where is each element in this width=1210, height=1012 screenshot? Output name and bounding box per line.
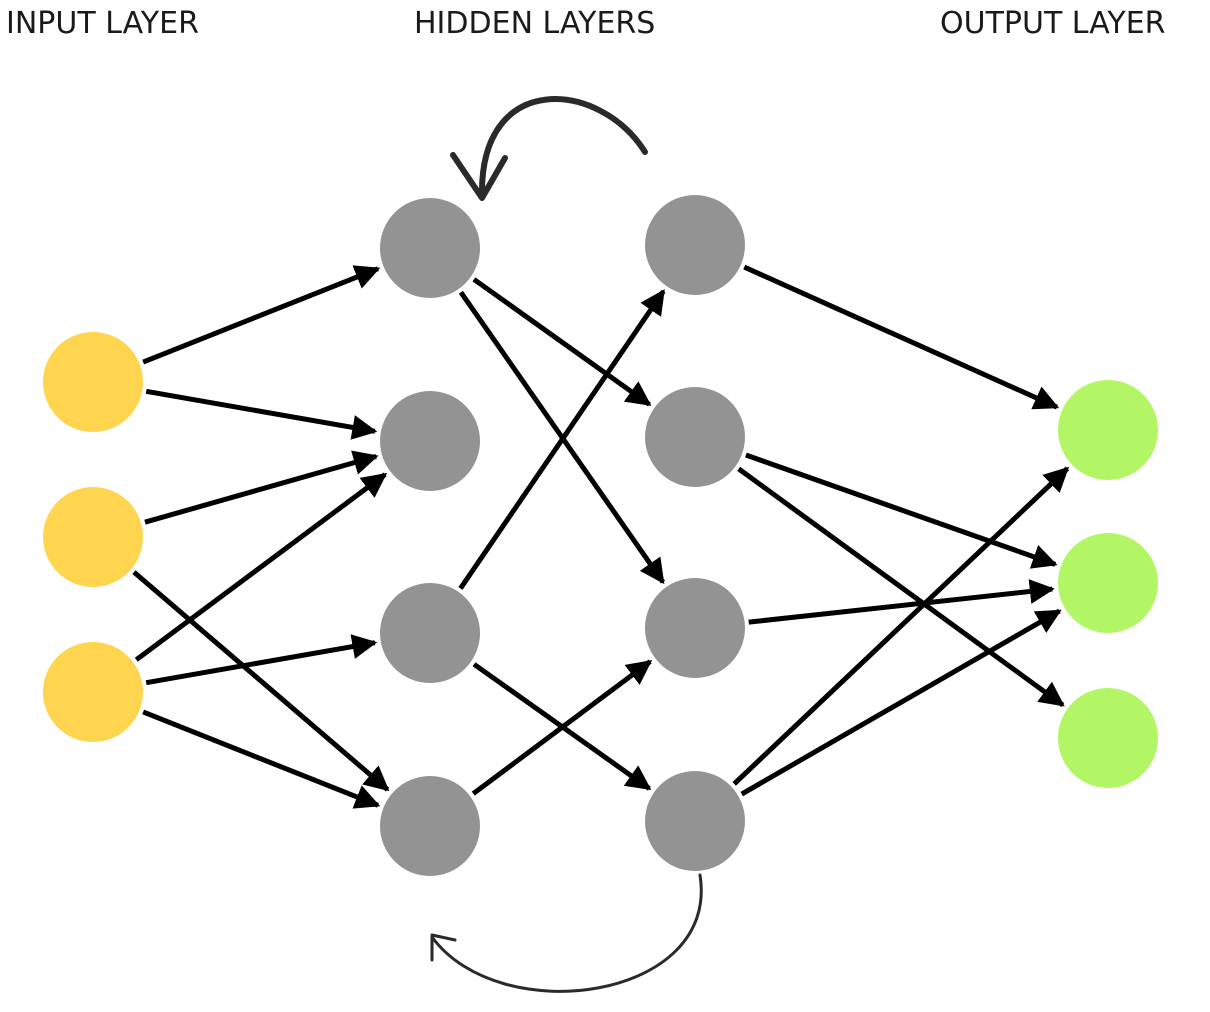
edge-input-2-to-hidden1-3 [142, 709, 381, 809]
edge-input-1-to-hidden1-1 [144, 450, 379, 525]
edge-hidden2-0-to-output-0 [743, 264, 1060, 410]
edge-hidden2-1-to-output-2 [737, 466, 1065, 708]
output-node-3 [1058, 688, 1158, 788]
edge-hidden1-0-to-hidden2-1 [472, 277, 652, 407]
input-layer-title: INPUT LAYER [6, 6, 199, 41]
edge-input-2-to-hidden1-1 [134, 472, 388, 662]
edge-hidden2-2-to-output-1 [748, 579, 1055, 625]
edge-input-1-to-hidden1-3 [132, 570, 390, 792]
recurrent-arrowhead-top [450, 152, 508, 201]
hidden2-node-3 [645, 578, 745, 678]
hidden1-node-4 [380, 776, 480, 876]
output-layer-title: OUTPUT LAYER [940, 6, 1166, 41]
input-node-3 [43, 642, 143, 742]
edge-input-2-to-hidden1-2 [145, 634, 378, 686]
edge-input-0-to-hidden1-1 [145, 388, 378, 440]
output-node-2 [1058, 533, 1158, 633]
hidden1-node-2 [380, 391, 480, 491]
input-node-2 [43, 487, 143, 587]
recurrent-edge-top [478, 96, 648, 198]
recurrent-arrowhead-bottom [430, 933, 457, 962]
hidden1-node-1 [380, 198, 480, 298]
output-node-1 [1058, 380, 1158, 480]
hidden2-node-2 [645, 387, 745, 487]
hidden2-node-1 [645, 195, 745, 295]
edge-hidden1-2-to-hidden2-0 [458, 289, 666, 590]
hidden1-node-3 [380, 583, 480, 683]
edge-input-0-to-hidden1-0 [142, 265, 381, 365]
hidden-layers-title: HIDDEN LAYERS [414, 6, 656, 41]
input-node-1 [43, 332, 143, 432]
hidden2-node-4 [645, 771, 745, 871]
edge-hidden1-3-to-hidden2-2 [471, 659, 653, 796]
edge-hidden2-3-to-output-0 [732, 466, 1070, 786]
recurrent-edge-bottom [430, 873, 703, 993]
edge-hidden2-3-to-output-1 [740, 608, 1062, 797]
edge-hidden2-1-to-output-1 [745, 452, 1058, 569]
